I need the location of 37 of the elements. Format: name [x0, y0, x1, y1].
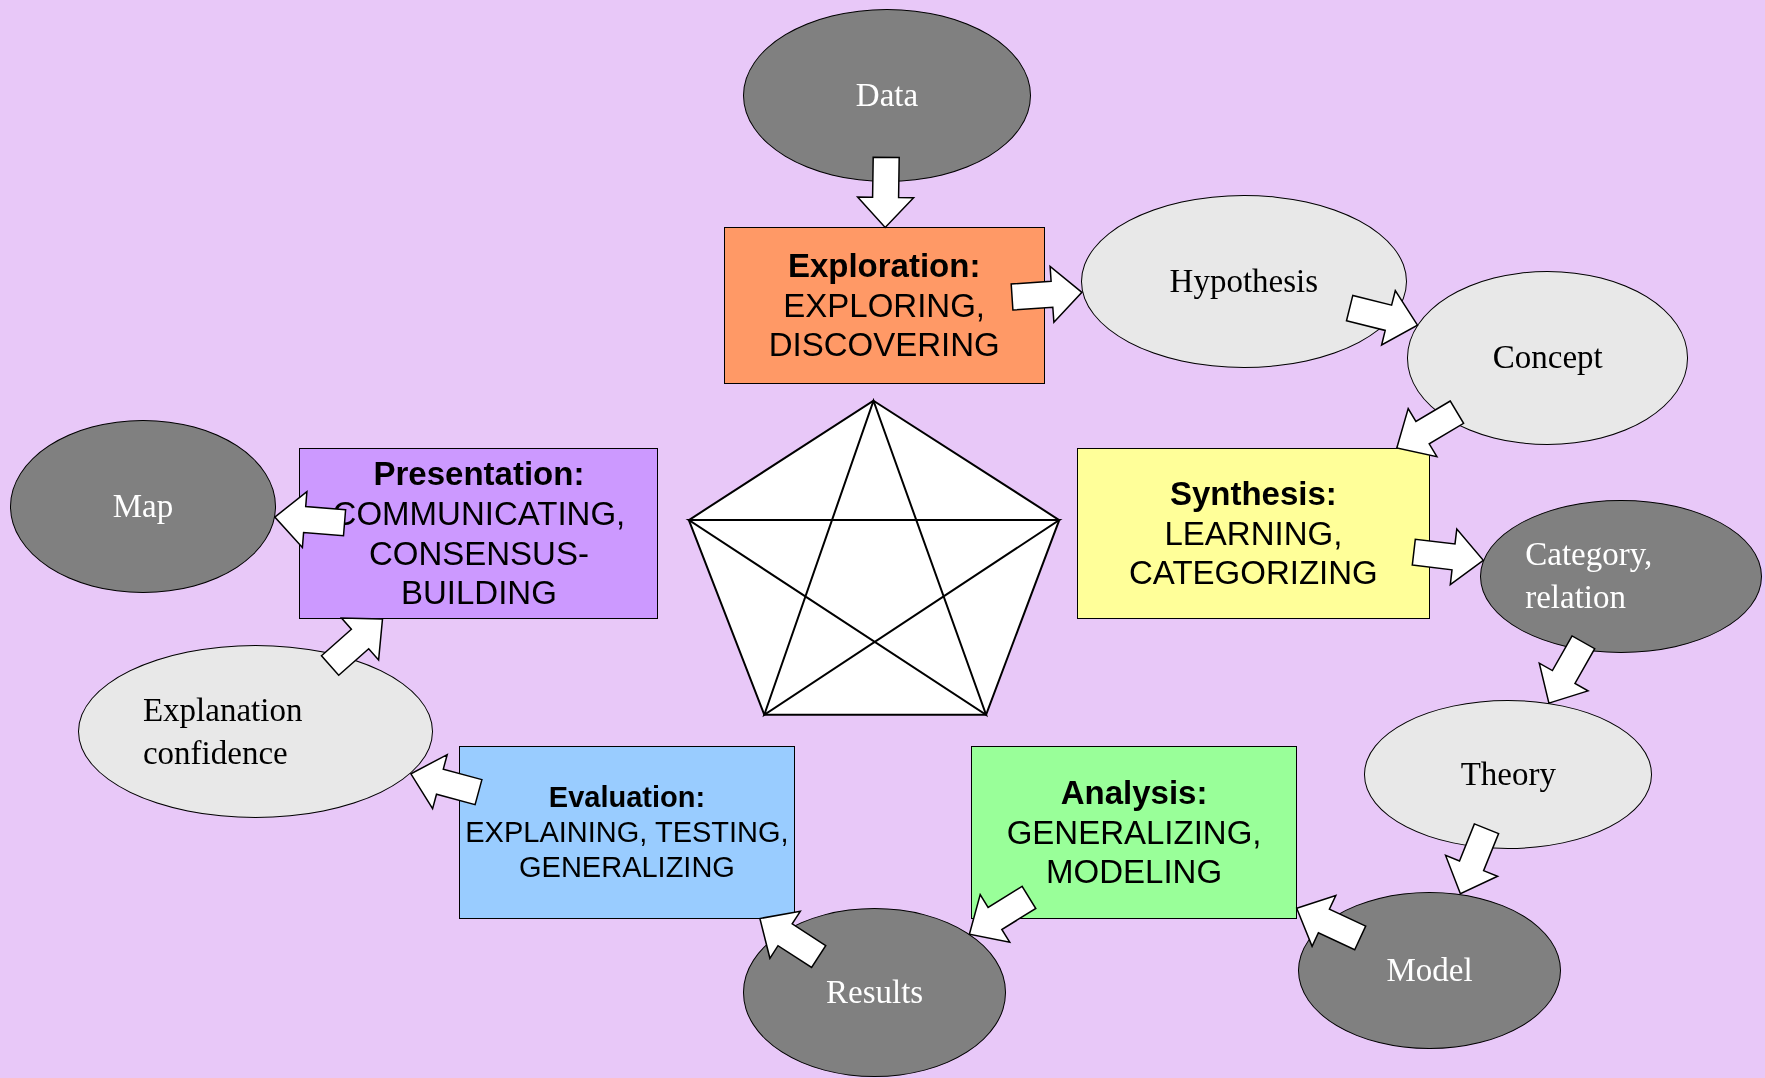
block-arrow: [1395, 399, 1465, 458]
block-arrow: [1444, 822, 1500, 895]
stage-box: [723, 227, 1045, 384]
node-label: Category, relation: [1525, 535, 1654, 618]
block-arrow: [1010, 264, 1083, 325]
node-label: Map: [112, 487, 174, 527]
block-arrow: [1295, 894, 1367, 951]
node-label: Results: [826, 973, 924, 1013]
block-arrow: [855, 156, 916, 229]
node-label: Data: [855, 76, 919, 116]
stage-title: Exploration:: [787, 246, 981, 286]
stage-title: Evaluation:: [548, 780, 706, 815]
node-label: Theory: [1460, 755, 1556, 794]
block-arrow: [758, 910, 827, 969]
stage-activities: EXPLAINING, TESTING, GENERALIZING: [464, 815, 790, 885]
stage-box: [1077, 448, 1430, 620]
stage-activities: GENERALIZING, MODELING: [1005, 812, 1263, 892]
stage-title: Synthesis:: [1169, 474, 1337, 514]
stage-title: Presentation:: [373, 454, 585, 494]
stage-activities: EXPLORING, DISCOVERING: [767, 285, 1001, 365]
stage-box: [459, 746, 795, 919]
node-label: Concept: [1492, 338, 1603, 378]
stage-box: [971, 746, 1297, 919]
node-label: Explanation confidence: [142, 690, 304, 773]
block-arrow: [409, 753, 483, 811]
stage-title: Analysis:: [1060, 773, 1208, 813]
block-arrow: [1411, 527, 1485, 587]
stage-activities: LEARNING, CATEGORIZING: [1128, 513, 1379, 593]
block-arrow: [1345, 288, 1419, 347]
block-arrow: [1538, 634, 1596, 705]
node-label: Model: [1386, 950, 1473, 990]
block-arrow: [968, 885, 1037, 944]
block-arrow: [273, 489, 347, 550]
stage-activities: COMMUNICATING, CONSENSUS-BUILDING: [331, 493, 627, 613]
stage-box: [299, 448, 659, 620]
block-arrow: [320, 617, 384, 677]
node-label: Hypothesis: [1169, 261, 1319, 301]
